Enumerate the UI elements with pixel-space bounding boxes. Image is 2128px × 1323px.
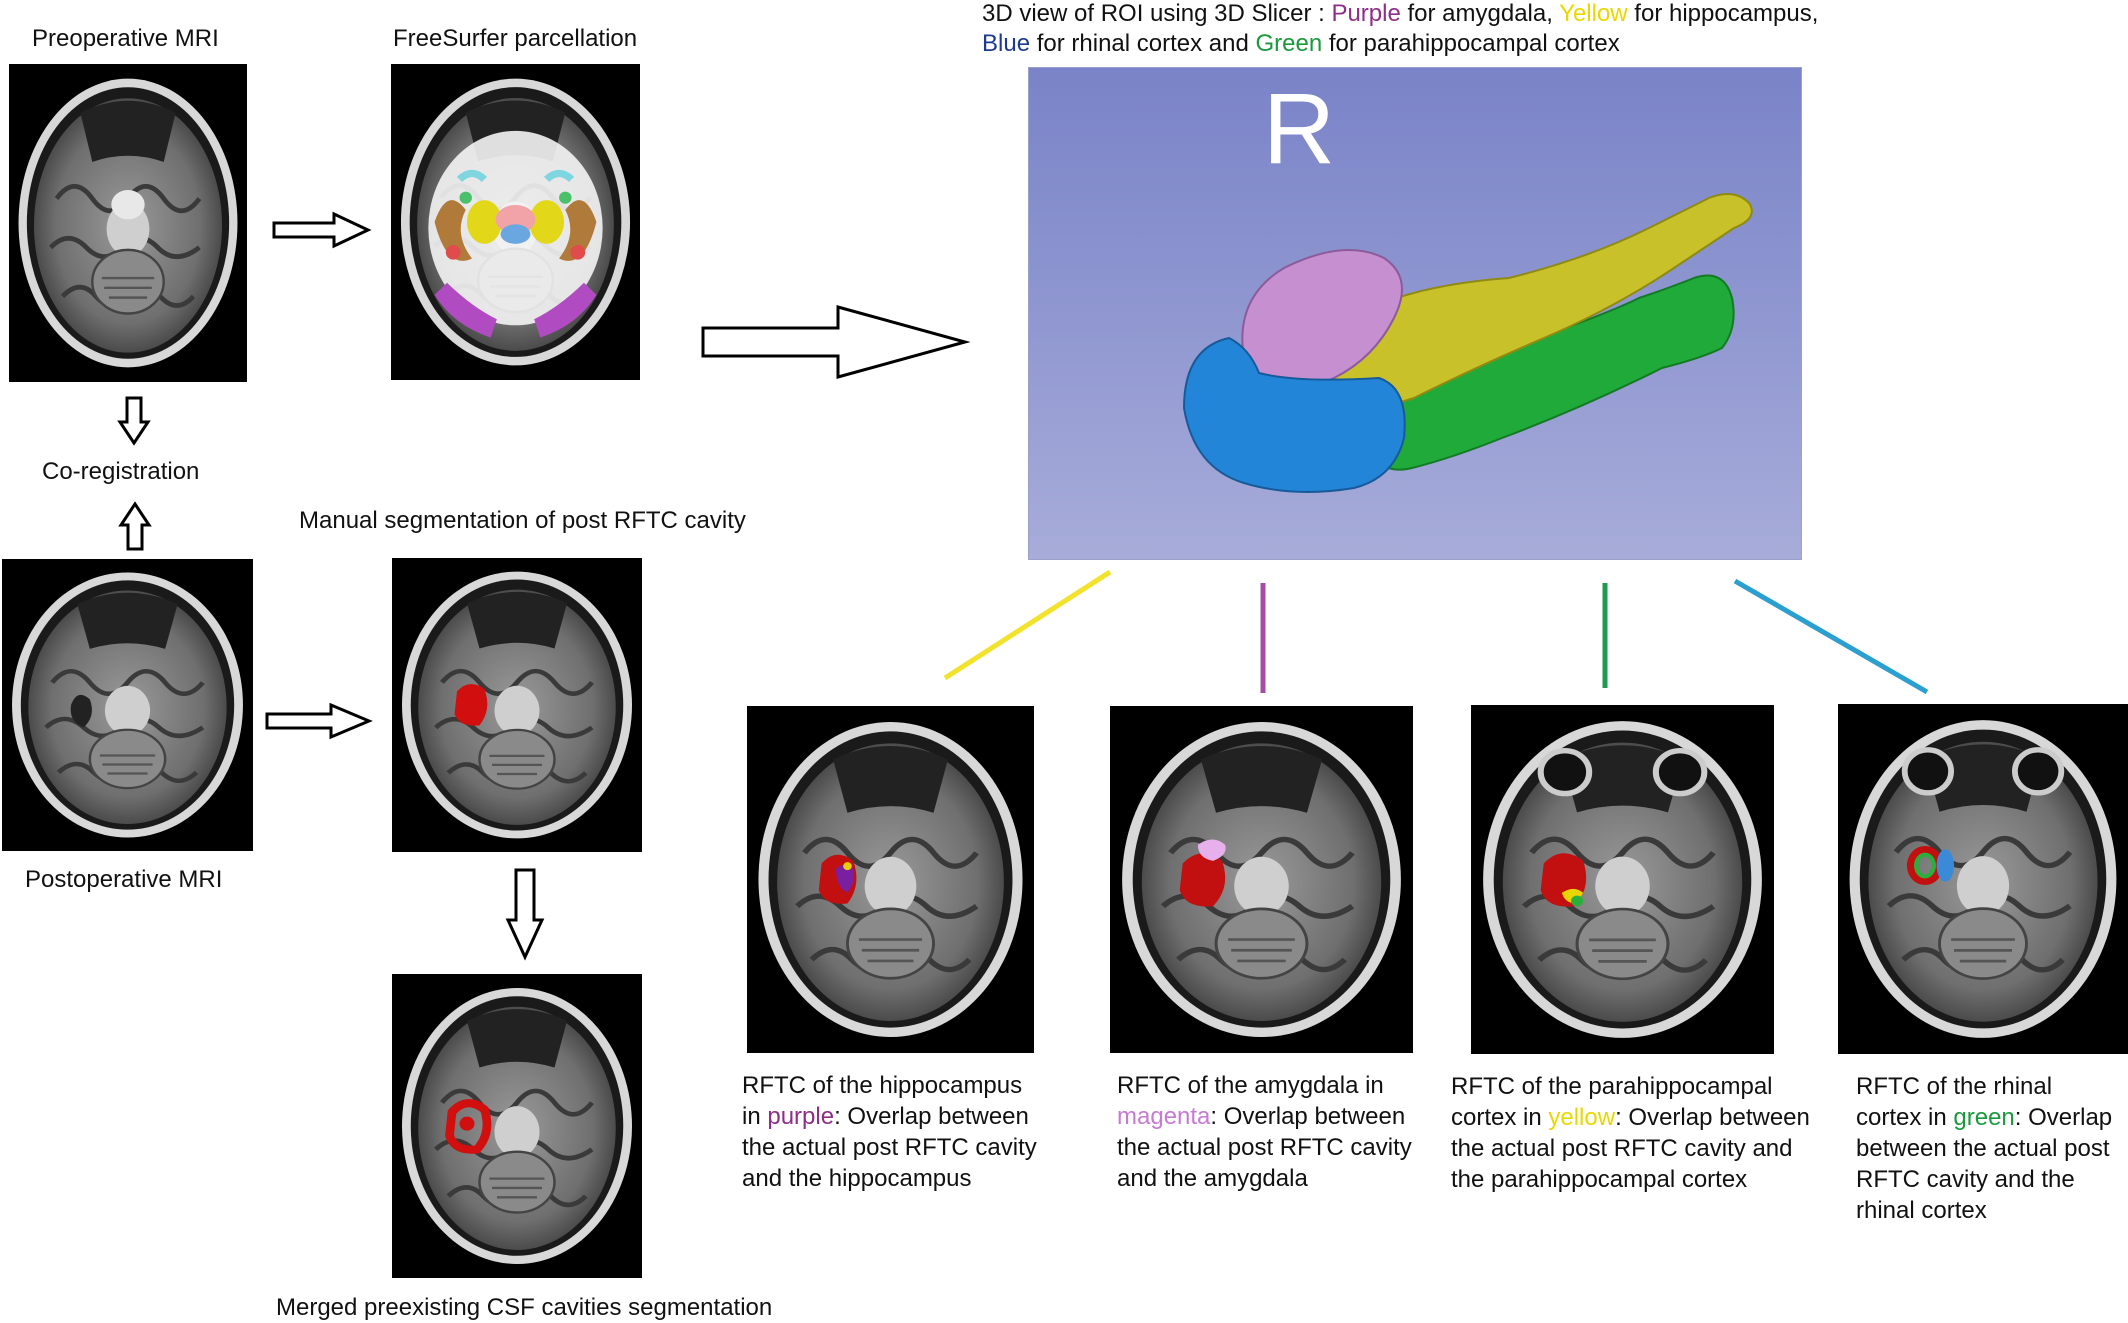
3d-view-roi: R	[1028, 67, 1802, 560]
caption-hippocampus-line2: in purple: Overlap between	[742, 1101, 1037, 1132]
caption-amygdala-line1: RFTC of the amygdala in	[1117, 1072, 1384, 1099]
arrow-segmentation-to-merged	[505, 868, 545, 961]
caption-rhinal-line5: rhinal cortex	[1856, 1197, 1987, 1224]
caption-rhinal-l2-post: : Overlap	[2014, 1104, 2113, 1131]
caption-amygdala-l2-post: : Overlap between	[1210, 1103, 1406, 1130]
caption-rhinal-line2: cortex in green: Overlap	[1856, 1102, 2112, 1133]
3d-view-title-line1: 3D view of ROI using 3D Slicer : Purple …	[982, 0, 1818, 29]
caption-hippocampus-line1: RFTC of the hippocampus	[742, 1072, 1023, 1099]
link-amygdala	[1260, 583, 1266, 693]
caption-parahippocampal: RFTC of the parahippocampal cortex in ye…	[1451, 1071, 1810, 1195]
arrow-preop-to-coreg	[117, 396, 151, 446]
arrow-postop-to-coreg	[118, 501, 152, 551]
caption-parahippocampal-color: yellow	[1548, 1104, 1616, 1131]
caption-rhinal: RFTC of the rhinal cortex in green: Over…	[1856, 1071, 2112, 1226]
preop-mri-image	[9, 64, 247, 382]
caption-rhinal-line4: RFTC cavity and the	[1856, 1166, 2075, 1193]
amygdala-rftc-image	[1110, 706, 1413, 1053]
caption-hippocampus-line3: the actual post RFTC cavity	[742, 1134, 1037, 1161]
title-after-yellow: for hippocampus,	[1627, 0, 1819, 27]
arrow-preop-to-freesurfer	[272, 211, 372, 249]
caption-amygdala-line3: the actual post RFTC cavity	[1117, 1134, 1412, 1161]
hippocampus-shape	[1304, 193, 1753, 409]
caption-parahippocampal-l2-pre: cortex in	[1451, 1104, 1549, 1131]
preop-mri-label: Preoperative MRI	[32, 25, 219, 52]
caption-parahippocampal-l2-post: : Overlap between	[1615, 1104, 1810, 1131]
caption-amygdala: RFTC of the amygdala in magenta: Overlap…	[1117, 1070, 1412, 1194]
rhinal-rftc-image	[1838, 704, 2128, 1054]
caption-hippocampus-l2-pre: in	[742, 1103, 768, 1130]
caption-hippocampus-l2-post: : Overlap between	[834, 1103, 1029, 1130]
arrow-postop-to-segmentation	[265, 702, 373, 740]
parahippocampal-rftc-image	[1471, 705, 1774, 1054]
caption-rhinal-l2-pre: cortex in	[1856, 1104, 1954, 1131]
caption-amygdala-line2: magenta: Overlap between	[1117, 1101, 1412, 1132]
freesurfer-label: FreeSurfer parcellation	[393, 25, 638, 52]
merged-segmentation-image	[392, 974, 642, 1278]
caption-parahippocampal-line1: RFTC of the parahippocampal	[1451, 1073, 1773, 1100]
title-purple: Purple	[1331, 0, 1401, 27]
caption-amygdala-line4: and the amygdala	[1117, 1165, 1308, 1192]
caption-hippocampus-color: purple	[767, 1103, 835, 1130]
link-parahippocampal	[1602, 583, 1608, 688]
title-after-purple: for amygdala,	[1400, 0, 1560, 27]
title-after-blue: for rhinal cortex and	[1030, 30, 1256, 57]
caption-hippocampus: RFTC of the hippocampus in purple: Overl…	[742, 1070, 1037, 1194]
coregistration-label: Co-registration	[42, 458, 200, 485]
link-rhinal	[1733, 578, 1929, 695]
caption-amygdala-color: magenta	[1117, 1103, 1211, 1130]
freesurfer-parcellation-image	[391, 64, 640, 380]
title-yellow: Yellow	[1559, 0, 1628, 27]
orientation-letter-r: R	[1263, 73, 1335, 185]
caption-parahippocampal-line3: the actual post RFTC cavity and	[1451, 1135, 1793, 1162]
caption-rhinal-line3: between the actual post	[1856, 1135, 2110, 1162]
link-hippocampus	[943, 569, 1112, 681]
caption-hippocampus-line4: and the hippocampus	[742, 1165, 972, 1192]
hippocampus-rftc-image	[747, 706, 1034, 1053]
manual-segmentation-label: Manual segmentation of post RFTC cavity	[299, 507, 746, 534]
3d-view-title-line2: Blue for rhinal cortex and Green for par…	[982, 28, 1620, 59]
caption-rhinal-line1: RFTC of the rhinal	[1856, 1073, 2053, 1100]
caption-parahippocampal-line2: cortex in yellow: Overlap between	[1451, 1102, 1810, 1133]
arrow-freesurfer-to-3dview	[701, 305, 971, 379]
title-blue: Blue	[982, 30, 1031, 57]
postop-mri-image	[2, 559, 253, 851]
caption-parahippocampal-line4: the parahippocampal cortex	[1451, 1166, 1748, 1193]
postop-mri-label: Postoperative MRI	[25, 866, 223, 893]
rhinal-cortex-shape	[1182, 336, 1406, 493]
manual-segmentation-image	[392, 558, 642, 852]
caption-rhinal-color: green	[1953, 1104, 2015, 1131]
title-green: Green	[1255, 30, 1323, 57]
title-after-green: for parahippocampal cortex	[1322, 30, 1620, 57]
title-prefix: 3D view of ROI using 3D Slicer :	[982, 0, 1332, 27]
merged-label: Merged preexisting CSF cavities segmenta…	[276, 1294, 773, 1321]
